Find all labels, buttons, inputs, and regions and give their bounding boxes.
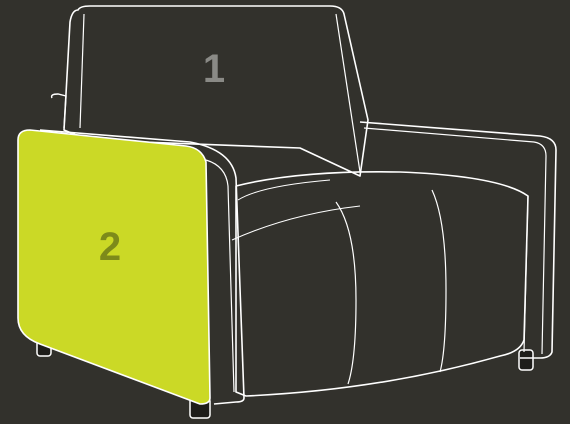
front-right-foot [519, 350, 533, 370]
rear-left-arm-edge [52, 94, 66, 128]
backrest-label: 1 [203, 47, 225, 91]
armrest-label: 2 [99, 225, 121, 269]
seat-cushion [232, 172, 528, 396]
